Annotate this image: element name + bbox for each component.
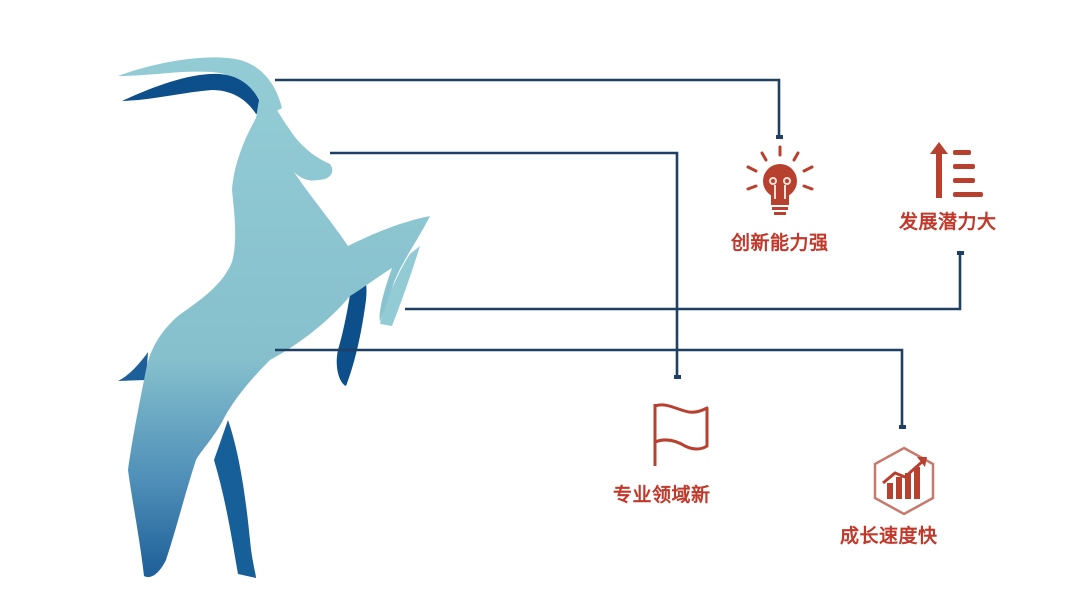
goat-tail bbox=[118, 352, 148, 381]
connector-innovation bbox=[275, 78, 781, 137]
flag-icon bbox=[653, 403, 709, 466]
feature-label-domain: 专业领域新 bbox=[613, 484, 711, 506]
connector-growth bbox=[275, 348, 904, 427]
growth-chart-icon bbox=[873, 446, 935, 516]
feature-label-growth: 成长速度快 bbox=[840, 525, 938, 547]
goat-front-leg-dark bbox=[336, 260, 367, 386]
feature-label-potential: 发展潜力大 bbox=[899, 211, 997, 233]
connector-domain bbox=[330, 151, 679, 377]
goat-front-leg-light bbox=[380, 246, 420, 326]
goat-hind-leg-dark bbox=[214, 420, 256, 578]
lightbulb-icon bbox=[746, 145, 814, 215]
goat-horn-front bbox=[122, 73, 264, 114]
connector-potential bbox=[405, 253, 962, 311]
arrow-up-list-icon bbox=[930, 142, 983, 198]
connector-lines bbox=[275, 78, 962, 427]
goat-body bbox=[128, 92, 430, 578]
goat-horn-back bbox=[118, 57, 282, 116]
feature-label-innovation: 创新能力强 bbox=[731, 232, 829, 254]
